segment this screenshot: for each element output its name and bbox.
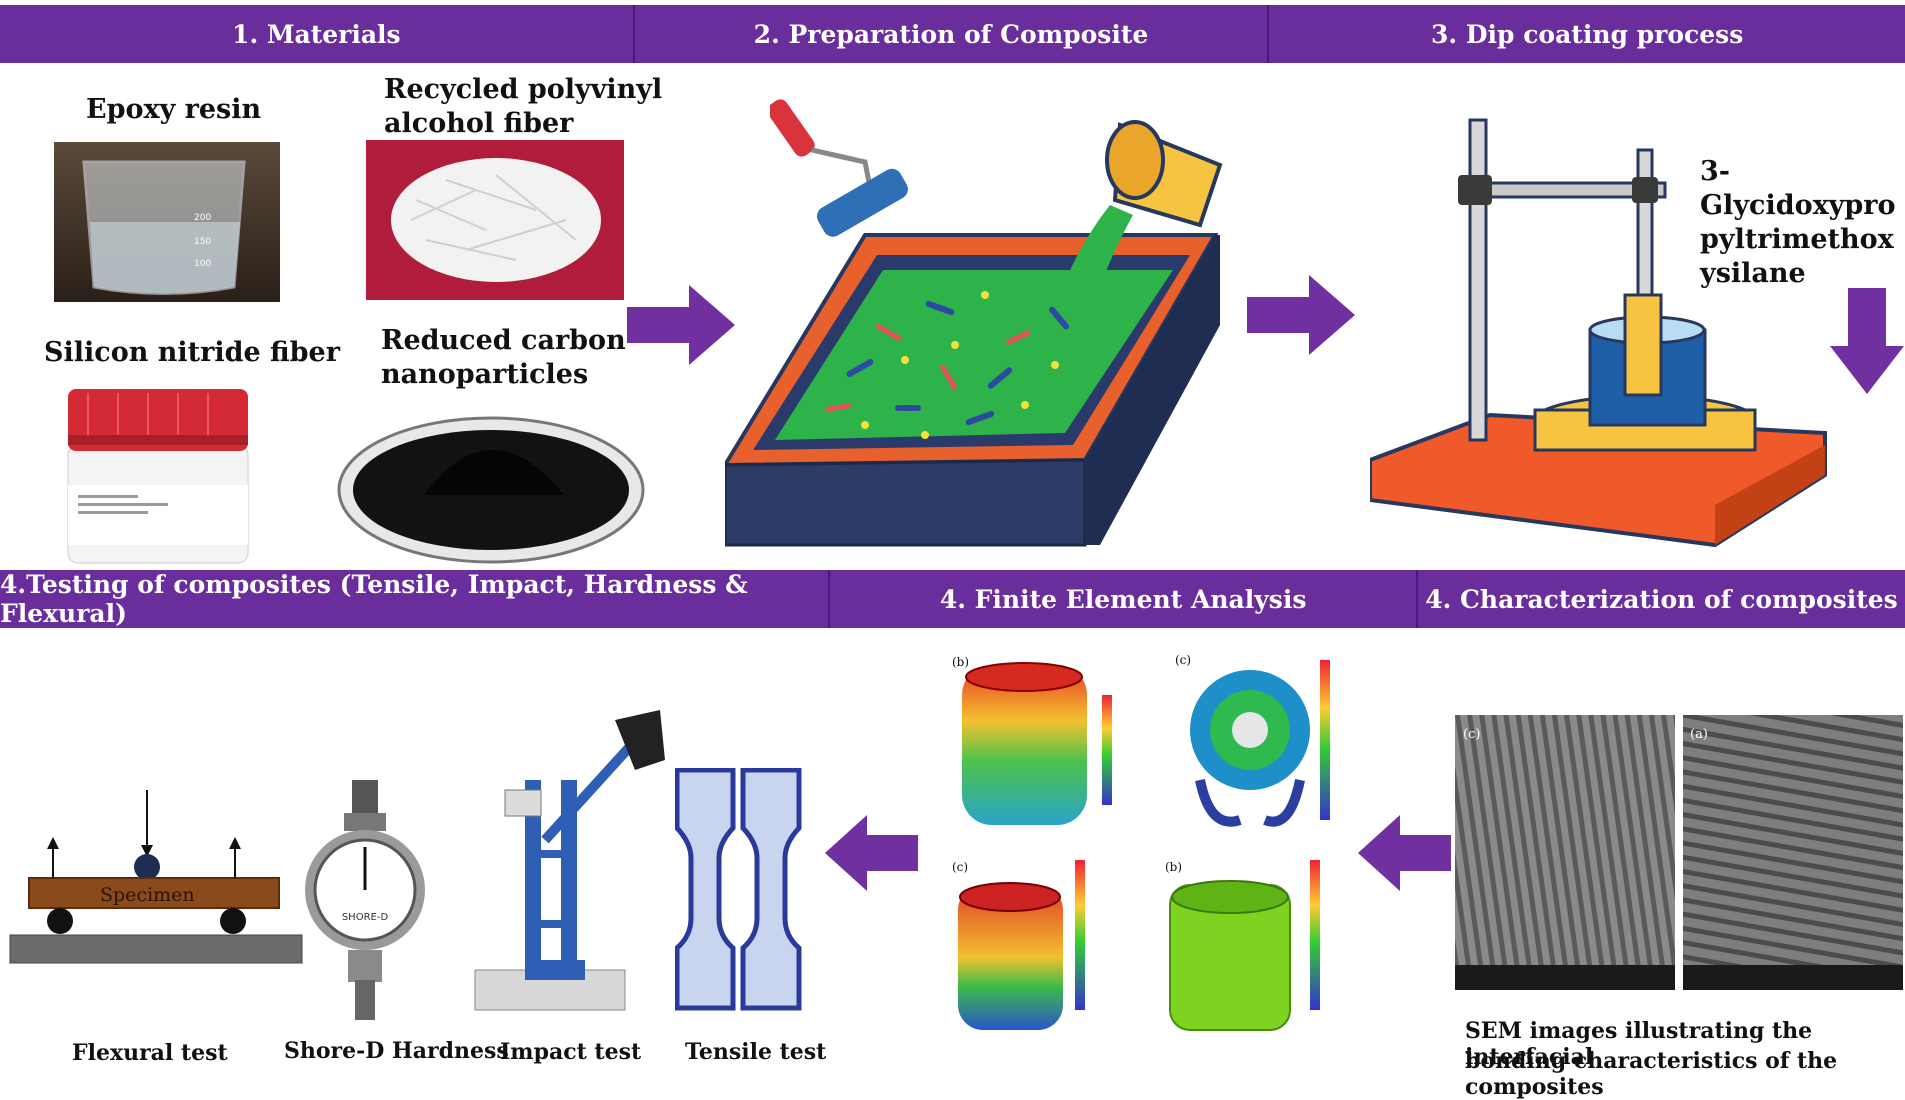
pva-fiber-label-line2: alcohol fiber <box>384 108 574 139</box>
svg-text:100: 100 <box>194 259 211 269</box>
composite-tray-image <box>725 120 1223 547</box>
fea-label-top-right: (c) <box>1175 653 1192 667</box>
arrow-right-2 <box>1247 275 1355 355</box>
tensile-test-caption: Tensile test <box>685 1039 827 1065</box>
bottom-banner: 4.Testing of composites (Tensile, Impact… <box>0 570 1905 628</box>
svg-text:150: 150 <box>194 237 211 247</box>
dip-coating-apparatus-image <box>1370 118 1827 548</box>
impact-tester-image <box>474 710 665 1011</box>
fea-label-bottom-right: (b) <box>1165 860 1183 874</box>
chemical-label-line4: ysilane <box>1700 258 1806 289</box>
carbon-label-line2: nanoparticles <box>381 359 589 390</box>
hardness-caption: Shore-D Hardness <box>284 1038 509 1064</box>
tensile-specimens-image <box>675 768 802 1011</box>
chemical-label-line1: 3- <box>1700 156 1730 187</box>
fea-label-top-left: (b) <box>952 655 970 669</box>
arrow-left-2 <box>1358 815 1451 891</box>
epoxy-beaker-image: 200 150 100 <box>54 142 280 302</box>
svg-text:SHORE-D: SHORE-D <box>342 912 389 923</box>
silicon-nitride-bottle-image <box>67 389 249 564</box>
sem-image <box>1455 715 1903 990</box>
header-dip-coating: 3. Dip coating process <box>1431 19 1744 49</box>
sem-caption-line2: bonding characteristics of the composite… <box>1465 1048 1838 1100</box>
silicon-nitride-label: Silicon nitride fiber <box>44 337 340 368</box>
hardness-tester-image: SHORE-D <box>305 780 425 1020</box>
fea-panel-top-right <box>1190 660 1330 827</box>
flexural-test-caption: Flexural test <box>72 1040 228 1066</box>
epoxy-resin-label: Epoxy resin <box>86 94 262 125</box>
paint-roller-icon <box>770 99 908 237</box>
arrow-left-1 <box>825 815 918 891</box>
pva-fiber-image <box>366 140 624 300</box>
flexural-test-image <box>9 790 303 964</box>
carbon-label-line1: Reduced carbon <box>381 325 626 356</box>
header-preparation: 2. Preparation of Composite <box>635 5 1270 63</box>
header-materials: 1. Materials <box>0 5 635 63</box>
fea-panel-top-left <box>962 662 1112 825</box>
header-fea: 4. Finite Element Analysis <box>830 570 1419 628</box>
pva-fiber-label-line1: Recycled polyvinyl <box>384 74 663 105</box>
carbon-nanoparticles-image <box>337 416 645 564</box>
header-testing: 4.Testing of composites (Tensile, Impact… <box>0 570 831 628</box>
svg-text:200: 200 <box>194 213 211 223</box>
top-banner: 1. Materials 2. Preparation of Composite… <box>0 5 1905 63</box>
fea-label-bottom-left: (c) <box>952 860 969 874</box>
fea-panel-bottom-left <box>958 860 1085 1030</box>
chemical-label-line2: Glycidoxypro <box>1700 190 1896 221</box>
sem-label-right: (a) <box>1690 727 1708 742</box>
arrow-right-1 <box>627 285 735 365</box>
specimen-label: Specimen <box>100 884 195 906</box>
sem-caption-line1: SEM images illustrating the interfacial <box>1465 1018 1813 1070</box>
sem-label-left: (c) <box>1463 727 1481 742</box>
arrow-down <box>1830 288 1904 394</box>
impact-test-caption: Impact test <box>500 1039 642 1065</box>
header-characterization: 4. Characterization of composites <box>1425 584 1898 614</box>
chemical-label-line3: pyltrimethox <box>1700 224 1894 255</box>
fea-panel-bottom-right <box>1169 860 1320 1031</box>
